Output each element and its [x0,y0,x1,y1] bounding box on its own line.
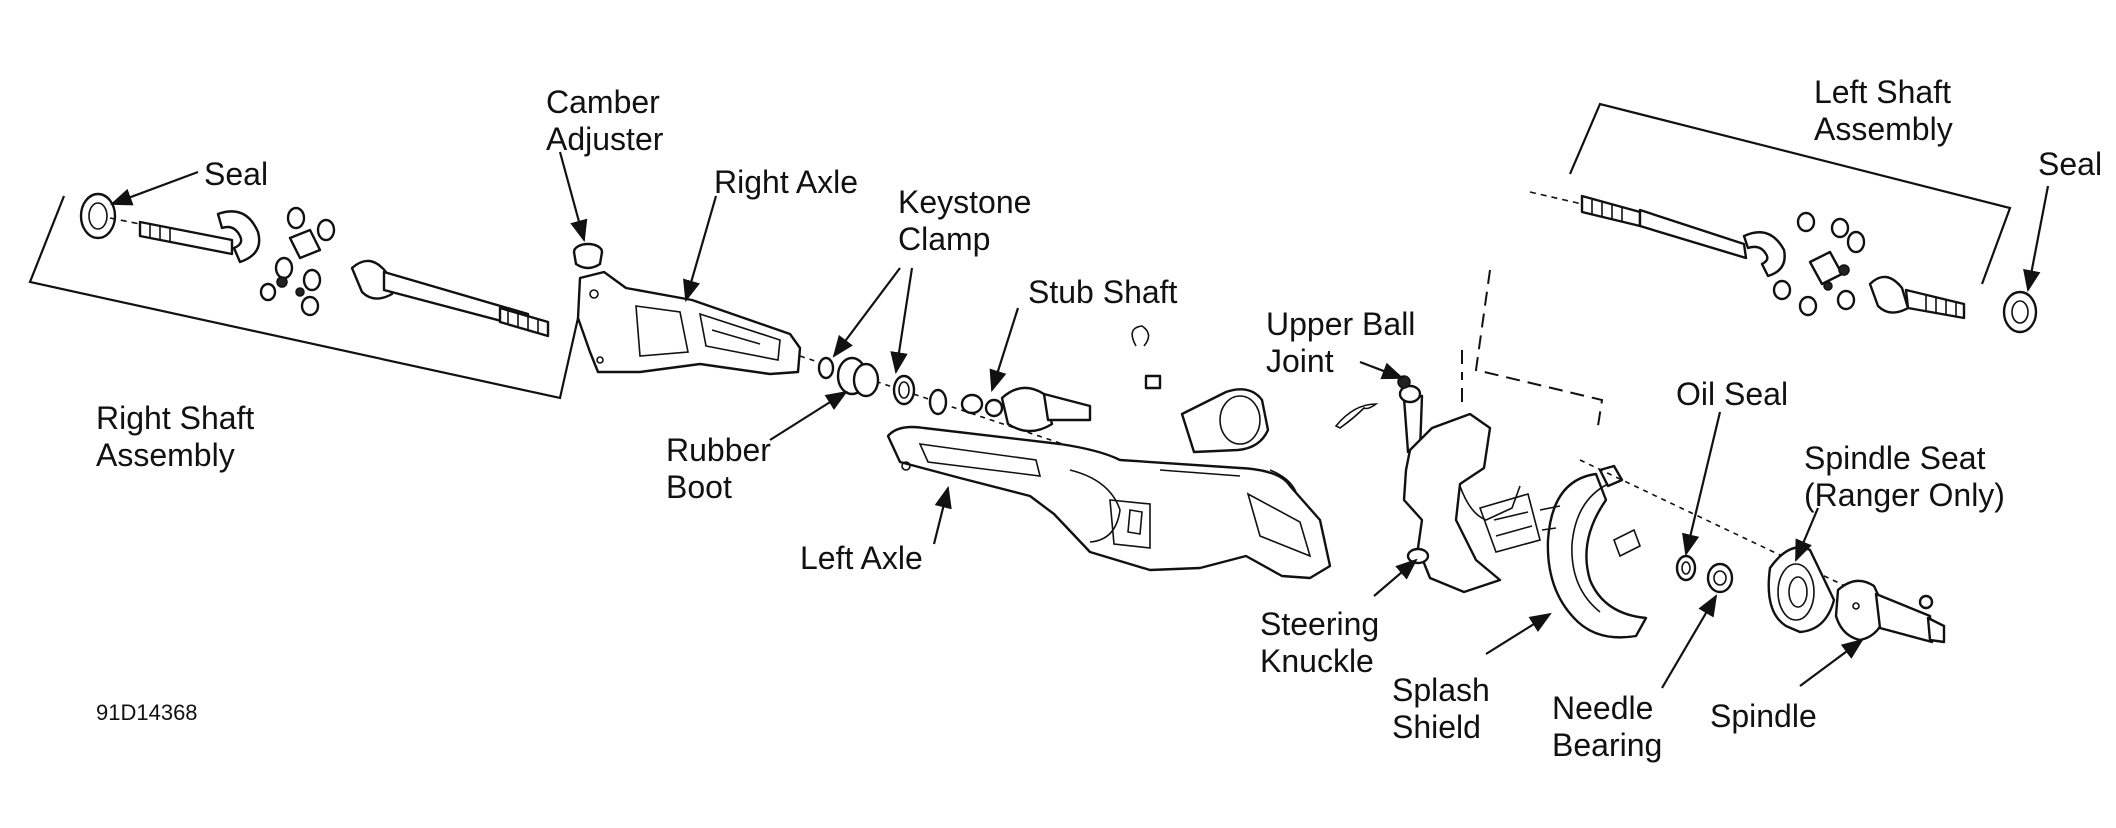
label-steering-knuckle: Steering Knuckle [1260,606,1379,680]
label-splash-shield-line1: Splash [1392,672,1490,708]
label-left-shaft-assembly-line2: Assembly [1814,111,1953,147]
label-rubber-boot-line1: Rubber [666,432,771,468]
label-upper-ball-joint-line1: Upper Ball [1266,306,1416,342]
label-keystone-clamp-line1: Keystone [898,184,1032,220]
label-camber-adjuster-line1: Camber [546,84,660,120]
arrow-seal-left [109,170,199,206]
arrow-needle-bearing [1661,594,1718,689]
arrow-keystone-clamp-2 [890,267,914,375]
label-left-shaft-assembly: Left Shaft Assembly [1814,74,1953,148]
arrow-oil-seal [1682,411,1722,557]
label-spindle: Spindle [1710,698,1817,734]
label-spindle-seat-line2: (Ranger Only) [1804,477,2005,513]
leader-arrows [109,151,2050,689]
arrow-stub-shaft [989,307,1020,393]
label-left-shaft-assembly-line1: Left Shaft [1814,74,1951,110]
label-needle-bearing-line2: Bearing [1552,727,1663,763]
arrow-keystone-clamp-1 [832,267,901,358]
spindle-parts-drawing [1579,459,1946,644]
label-steering-knuckle-line2: Knuckle [1260,643,1374,679]
arrow-upper-ball-joint [1359,360,1405,380]
right-shaft-assembly-drawing [28,192,580,400]
label-keystone-clamp: Keystone Clamp [898,184,1031,258]
label-right-shaft-assembly-line1: Right Shaft [96,400,255,436]
label-needle-bearing: Needle Bearing [1552,690,1662,764]
label-upper-ball-joint-line2: Joint [1266,343,1334,379]
arrow-right-axle [683,195,718,303]
label-keystone-clamp-line2: Clamp [898,221,991,257]
steering-knuckle-drawing [1334,269,1604,594]
label-camber-adjuster: Camber Adjuster [546,84,663,158]
label-needle-bearing-line1: Needle [1552,690,1654,726]
arrow-splash-shield [1485,612,1552,655]
label-camber-adjuster-line2: Adjuster [546,121,664,157]
arrow-left-axle [932,485,952,545]
label-seal-right: Seal [2038,146,2103,182]
label-left-axle: Left Axle [800,540,923,576]
label-right-axle: Right Axle [714,164,859,200]
arrow-seal-right [2023,185,2050,293]
label-rubber-boot-line2: Boot [666,469,732,505]
arrow-steering-knuckle [1373,558,1418,597]
boot-clamp-stub-drawing [799,355,1201,491]
arrow-spindle [1799,638,1864,687]
label-splash-shield-line2: Shield [1392,709,1481,745]
left-shaft-assembly-drawing [1529,102,2038,334]
arrow-spindle-seat [1794,507,1820,563]
label-spindle-seat: Spindle Seat (Ranger Only) [1804,440,2005,514]
label-splash-shield: Splash Shield [1392,672,1490,746]
label-right-shaft-assembly-line2: Assembly [96,437,235,473]
label-right-shaft-assembly: Right Shaft Assembly [96,400,254,474]
label-rubber-boot: Rubber Boot [666,432,771,506]
label-upper-ball-joint: Upper Ball Joint [1266,306,1415,380]
label-steering-knuckle-line1: Steering [1260,606,1380,642]
left-axle-drawing [886,325,1332,580]
right-axle-drawing [572,242,802,376]
figure-id: 91D14368 [96,700,198,725]
label-oil-seal: Oil Seal [1676,376,1789,412]
arrow-rubber-boot [769,390,848,441]
arrow-camber-adjuster [558,151,588,243]
label-spindle-seat-line1: Spindle Seat [1804,440,1986,476]
splash-shield-drawing [1539,464,1648,639]
label-stub-shaft: Stub Shaft [1028,274,1178,310]
label-seal-left: Seal [204,156,269,192]
